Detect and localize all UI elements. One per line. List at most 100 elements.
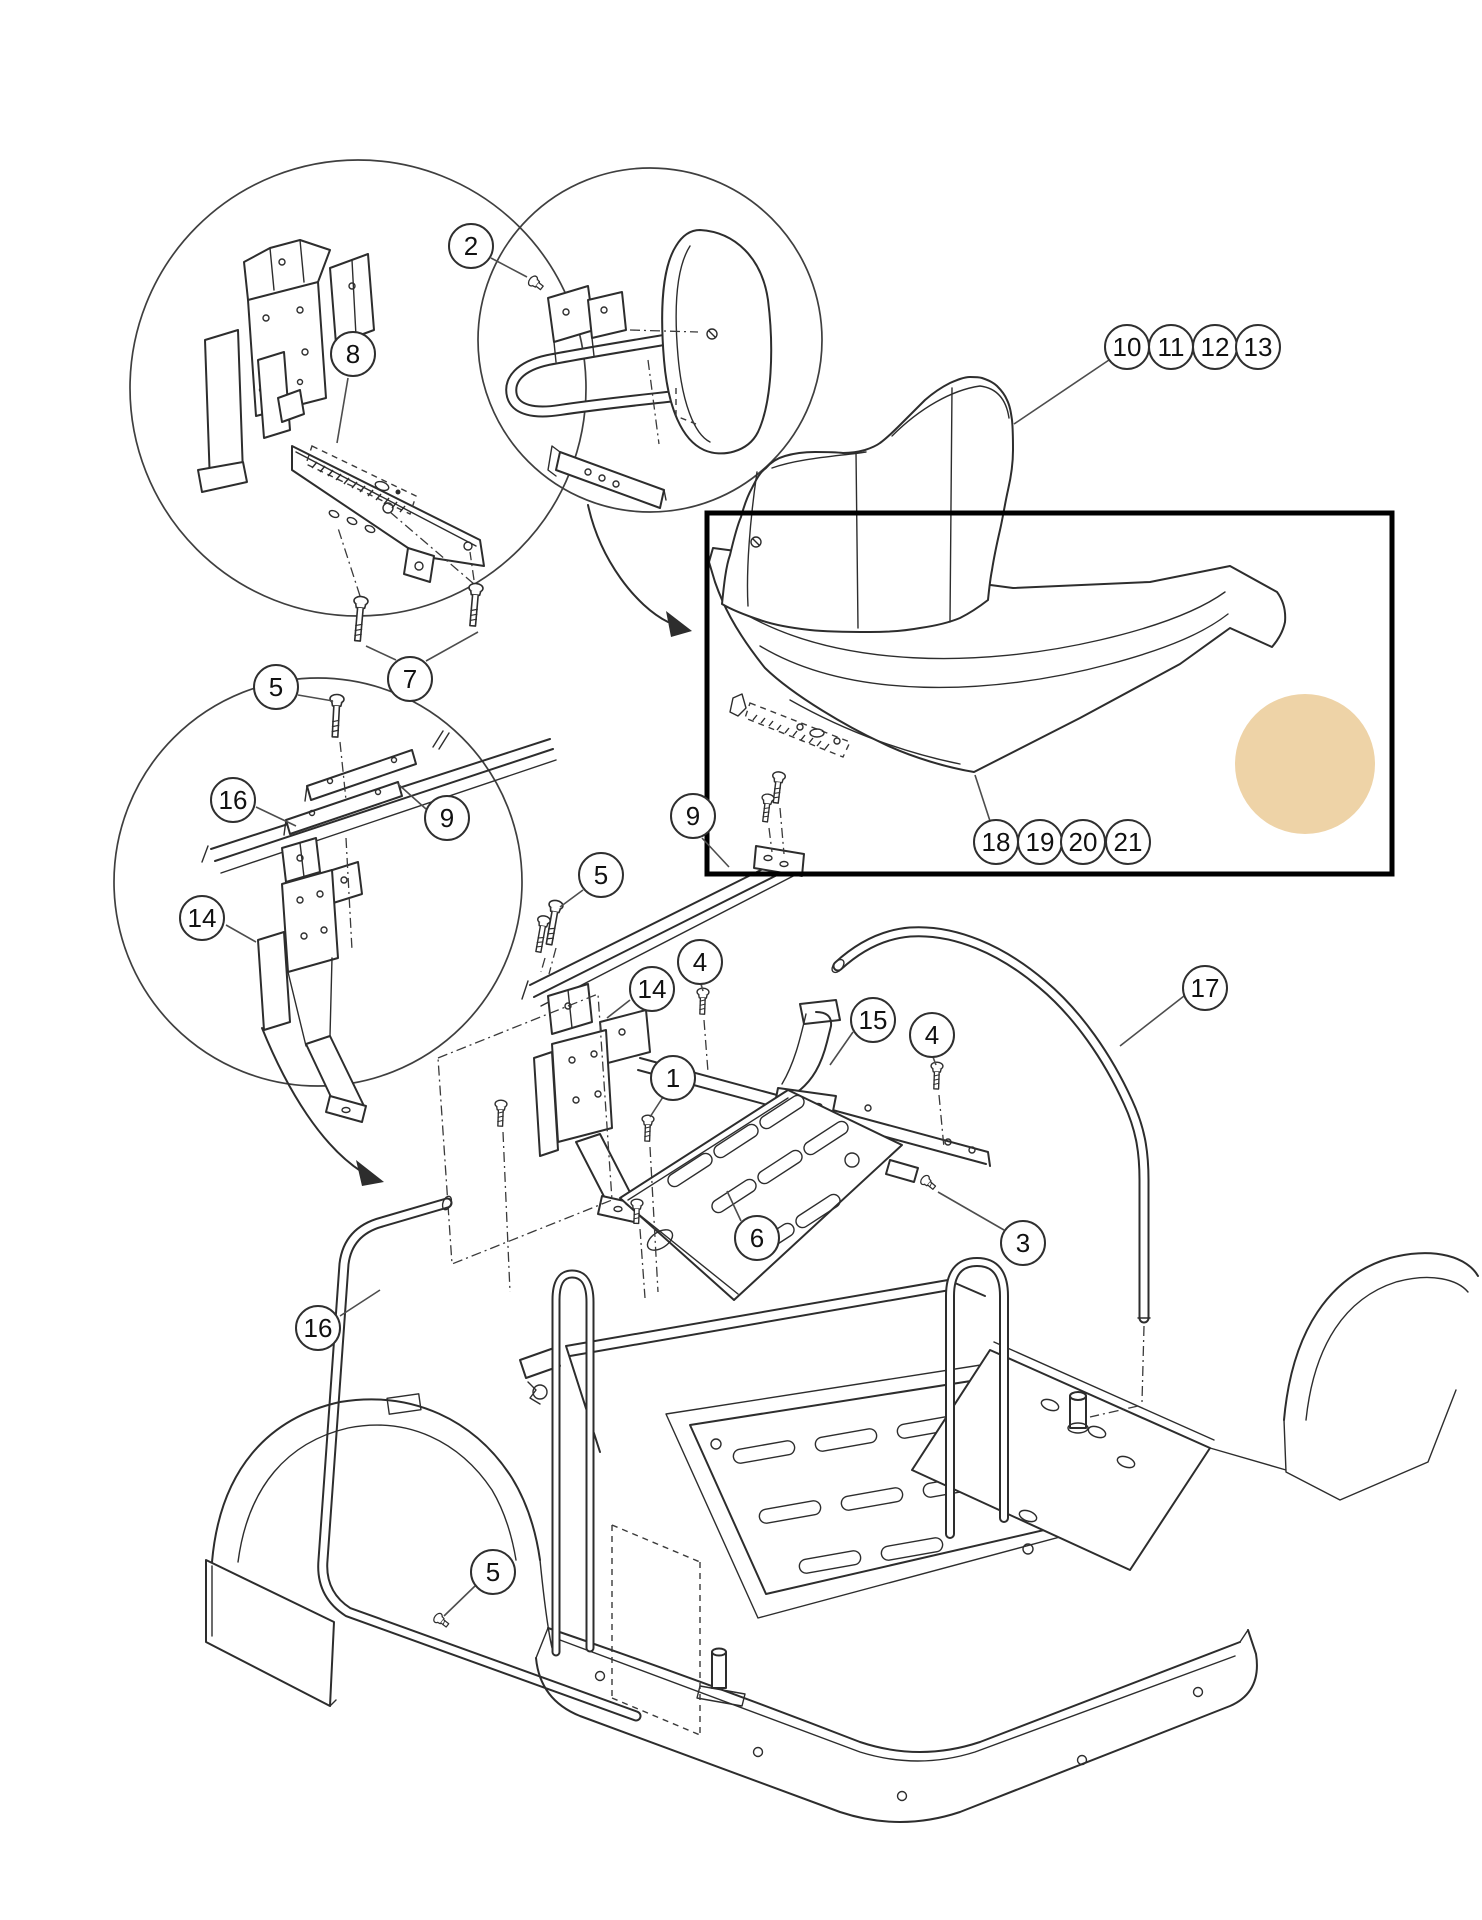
detail-circle-left <box>129 159 587 617</box>
callout-number: 9 <box>686 801 700 831</box>
mid-left-detail-view <box>113 677 557 1123</box>
callout-5: 5 <box>253 664 334 710</box>
callout-bubble <box>295 1305 341 1351</box>
callout-1: 1 <box>649 1055 696 1118</box>
callouts: 2 8 10 11 12 13 7 5 16 9 14 9 5 14 4 1 15 4 6 3 17 16 5 18 19 20 2… <box>179 223 1281 1617</box>
callout-bubble <box>253 664 299 710</box>
callout-number: 12 <box>1201 332 1230 362</box>
callout-leader <box>365 645 397 661</box>
callout-number: 14 <box>188 903 217 933</box>
screw-icon <box>494 1099 508 1127</box>
callout-leader <box>606 999 631 1019</box>
seat-backrest <box>721 376 1014 633</box>
callout-bubble <box>1182 965 1228 1011</box>
callout-number: 5 <box>486 1557 500 1587</box>
callout-number: 11 <box>1158 332 1185 362</box>
callout-bubble <box>670 793 716 839</box>
callout-bubble <box>1105 819 1151 865</box>
fasteners <box>329 275 944 1628</box>
callout-number: 16 <box>219 785 248 815</box>
callout-bubble <box>1000 1220 1046 1266</box>
callout-number: 21 <box>1114 827 1143 857</box>
callout-6: 6 <box>726 1190 780 1261</box>
cart-body <box>205 1252 1479 1823</box>
detail-circle-right <box>477 167 823 513</box>
callout-bubble <box>1235 324 1281 370</box>
callout-number: 16 <box>304 1313 333 1343</box>
callout-leader <box>701 837 730 868</box>
callout-11: 11 <box>1148 324 1194 370</box>
callout-number: 7 <box>403 664 417 694</box>
callout-number: 4 <box>693 947 707 977</box>
callout-leader <box>339 1289 381 1317</box>
callout-number: 1 <box>666 1063 680 1093</box>
left-detail-view <box>129 159 587 617</box>
callout-bubble <box>179 895 225 941</box>
screw-icon <box>920 1174 937 1190</box>
callout-bubble <box>387 656 433 702</box>
callout-12: 12 <box>1192 324 1238 370</box>
callout-number: 2 <box>464 231 478 261</box>
callout-leader <box>397 783 427 810</box>
callout-bubble <box>650 1055 696 1101</box>
callout-14: 14 <box>606 966 675 1019</box>
callout-leader <box>559 889 584 908</box>
line-art <box>113 159 1479 1823</box>
callout-7: 7 <box>365 631 479 702</box>
callout-leader <box>225 924 257 943</box>
callout-16: 16 <box>210 777 297 827</box>
callout-leader <box>829 1031 854 1066</box>
callout-10: 10 <box>1013 324 1150 425</box>
callout-number: 13 <box>1244 332 1273 362</box>
mounting-rails-and-brackets <box>437 807 991 1301</box>
callout-number: 17 <box>1191 973 1220 1003</box>
bumper-post <box>696 1647 746 1707</box>
callout-leader <box>700 983 704 992</box>
callout-2: 2 <box>448 223 528 278</box>
callout-number: 15 <box>859 1005 888 1035</box>
callout-bubble <box>424 795 470 841</box>
callout-leader <box>490 257 528 278</box>
callout-leader <box>649 1096 664 1118</box>
screw-icon <box>630 1198 644 1225</box>
highlight-circle <box>1235 694 1375 834</box>
callout-20: 20 <box>1060 819 1106 865</box>
callout-number: 20 <box>1069 827 1098 857</box>
screw-icon <box>641 1114 655 1142</box>
callout-5: 5 <box>559 852 624 908</box>
callout-4: 4 <box>909 1012 955 1066</box>
callout-leader <box>255 806 297 827</box>
callout-leader <box>297 694 334 702</box>
callout-leader <box>937 1191 1005 1231</box>
callout-number: 3 <box>1016 1228 1030 1258</box>
callout-5: 5 <box>443 1549 516 1617</box>
right-detail-view <box>477 167 823 513</box>
callout-bubble <box>448 223 494 269</box>
callout-3: 3 <box>937 1191 1046 1266</box>
screw-icon <box>468 582 484 627</box>
callout-bubble <box>734 1215 780 1261</box>
callout-bubble <box>677 939 723 985</box>
callout-18: 18 <box>973 774 1019 865</box>
callout-9: 9 <box>397 783 470 841</box>
arrow-to-frame <box>261 1027 384 1186</box>
callout-number: 8 <box>346 339 360 369</box>
callout-number: 18 <box>982 827 1011 857</box>
detail-circle-mid <box>113 677 523 1087</box>
callout-bubble <box>210 777 256 823</box>
screw-icon <box>772 771 786 804</box>
callout-bubble <box>850 997 896 1043</box>
callout-number: 5 <box>594 860 608 890</box>
callout-15: 15 <box>829 997 896 1066</box>
callout-number: 14 <box>638 974 667 1004</box>
arrow-to-seat <box>587 504 692 637</box>
callout-number: 10 <box>1113 332 1142 362</box>
support-hoops <box>551 1256 1009 1657</box>
callout-9: 9 <box>670 793 730 868</box>
alignment-post <box>1067 1391 1089 1434</box>
seat-assembly <box>708 376 1287 773</box>
callout-21: 21 <box>1105 819 1151 865</box>
callout-number: 19 <box>1026 827 1055 857</box>
callout-leader <box>443 1585 476 1617</box>
